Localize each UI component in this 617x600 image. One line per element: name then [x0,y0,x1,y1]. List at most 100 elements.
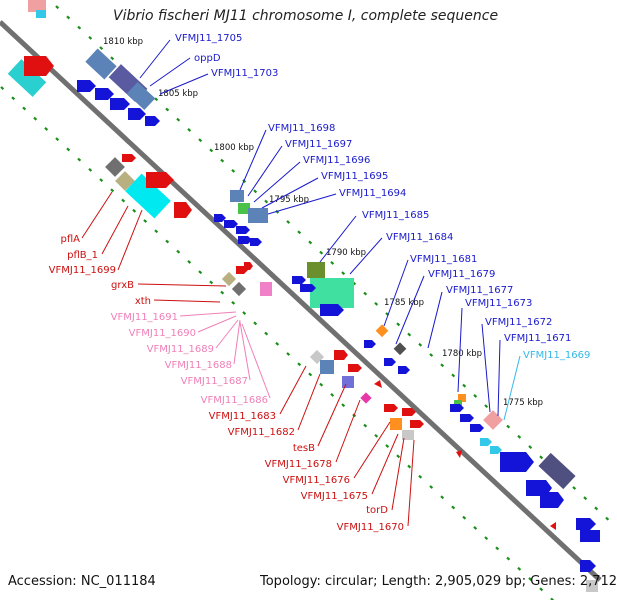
scale-label: 1785 kbp [384,298,424,308]
gene-feature [402,408,416,416]
gene-label: xth [135,296,151,307]
tick-mark [330,261,335,265]
gene-label: VFMJ11_1689 [147,344,214,355]
gene-feature [238,236,252,244]
gene-label: VFMJ11_1691 [111,312,178,323]
gene-feature [374,380,382,388]
tick-mark [473,526,478,530]
gene-feature [580,560,596,572]
gene-label: VFMJ11_1675 [301,491,368,502]
gene-feature [384,358,396,366]
gene-feature [224,220,238,228]
gene-feature [292,276,306,284]
scale-label: 1800 kbp [214,143,254,153]
gene-feature [7,59,47,97]
tick-mark [77,157,82,162]
tick-mark [11,96,16,101]
scale-label: 1775 kbp [503,398,543,408]
tick-mark [396,454,401,459]
gene-feature [390,418,402,430]
gene-feature [342,376,354,388]
tick-mark [154,97,159,102]
gene-label: VFMJ11_1688 [165,360,232,371]
gene-feature [110,98,130,110]
tick-mark [440,363,445,368]
gene-feature [248,208,268,223]
scale-label: 1810 kbp [103,37,143,47]
gene-label: VFMJ11_1681 [410,254,477,265]
gene-feature [480,438,492,446]
gene-label: VFMJ11_1697 [285,139,352,150]
tick-mark [484,404,489,409]
gene-feature [260,282,272,296]
gene-feature [500,452,534,472]
tick-mark [88,167,93,172]
tick-mark [176,249,181,254]
gene-feature [146,172,174,188]
gene-label: VFMJ11_1672 [485,317,552,328]
gene-labels-blue: VFMJ11_1705 oppD VFMJ11_1703 VFMJ11_1698… [175,33,571,344]
gene-feature [460,414,474,422]
gene-label: VFMJ11_1684 [386,232,453,243]
gene-label: VFMJ11_1687 [181,376,248,387]
gene-feature [375,324,389,338]
gene-feature [95,88,114,100]
gene-feature [456,450,462,458]
gene-feature [450,404,464,412]
tick-mark [506,556,511,561]
tick-mark [297,362,302,367]
tick-mark [154,229,159,234]
gene-label: VFMJ11_1685 [362,210,429,221]
tick-mark [198,138,203,143]
gene-feature [126,81,156,111]
gene-feature [580,530,600,542]
scale-label: 1790 kbp [326,248,366,258]
topology-line: Topology: circular; Length: 2,905,029 bp… [260,574,617,589]
tick-mark [253,189,258,194]
gene-feature [214,214,226,222]
gene-labels-red: pflA pflB_1 VFMJ11_1699 grxB xth VFMJ11_… [49,234,404,533]
gene-feature [360,392,372,404]
tick-mark [286,220,291,224]
gene-feature [221,271,237,287]
tick-mark [429,485,434,489]
gene-feature [307,262,325,278]
tick-mark [363,423,368,428]
callout-line [503,355,521,421]
scale-label: 1805 kbp [158,89,198,99]
tick-mark [165,239,170,244]
tick-mark [22,106,27,111]
tick-mark [451,505,456,510]
gene-feature [393,342,407,356]
gene-label: VFMJ11_1696 [303,155,370,166]
tick-mark [132,208,137,213]
tick-mark [341,403,346,408]
tick-mark [418,474,423,479]
tick-mark [462,515,467,520]
gene-feature [300,284,316,292]
gene-feature [28,0,46,12]
tick-mark [165,107,170,112]
gene-feature [238,203,250,214]
gene-feature [576,518,596,530]
gene-feature [122,154,136,162]
gene-label: VFMJ11_1683 [209,411,276,422]
gene-feature [145,116,160,126]
tick-mark [198,270,203,275]
tick-mark [77,25,82,30]
gene-features-lower-track [7,0,598,592]
tick-mark [176,117,181,122]
gene-label: VFMJ11_1703 [211,68,278,79]
gene-feature [250,238,262,246]
gene-label: VFMJ11_1676 [283,475,350,486]
gene-label: oppD [194,53,221,64]
gene-feature [320,360,334,374]
gene-feature [334,350,348,360]
gene-feature [348,364,362,372]
tick-mark [187,128,192,132]
gene-feature [24,56,54,76]
tick-mark [209,280,214,285]
tick-mark [220,158,225,163]
tick-mark [583,496,588,501]
